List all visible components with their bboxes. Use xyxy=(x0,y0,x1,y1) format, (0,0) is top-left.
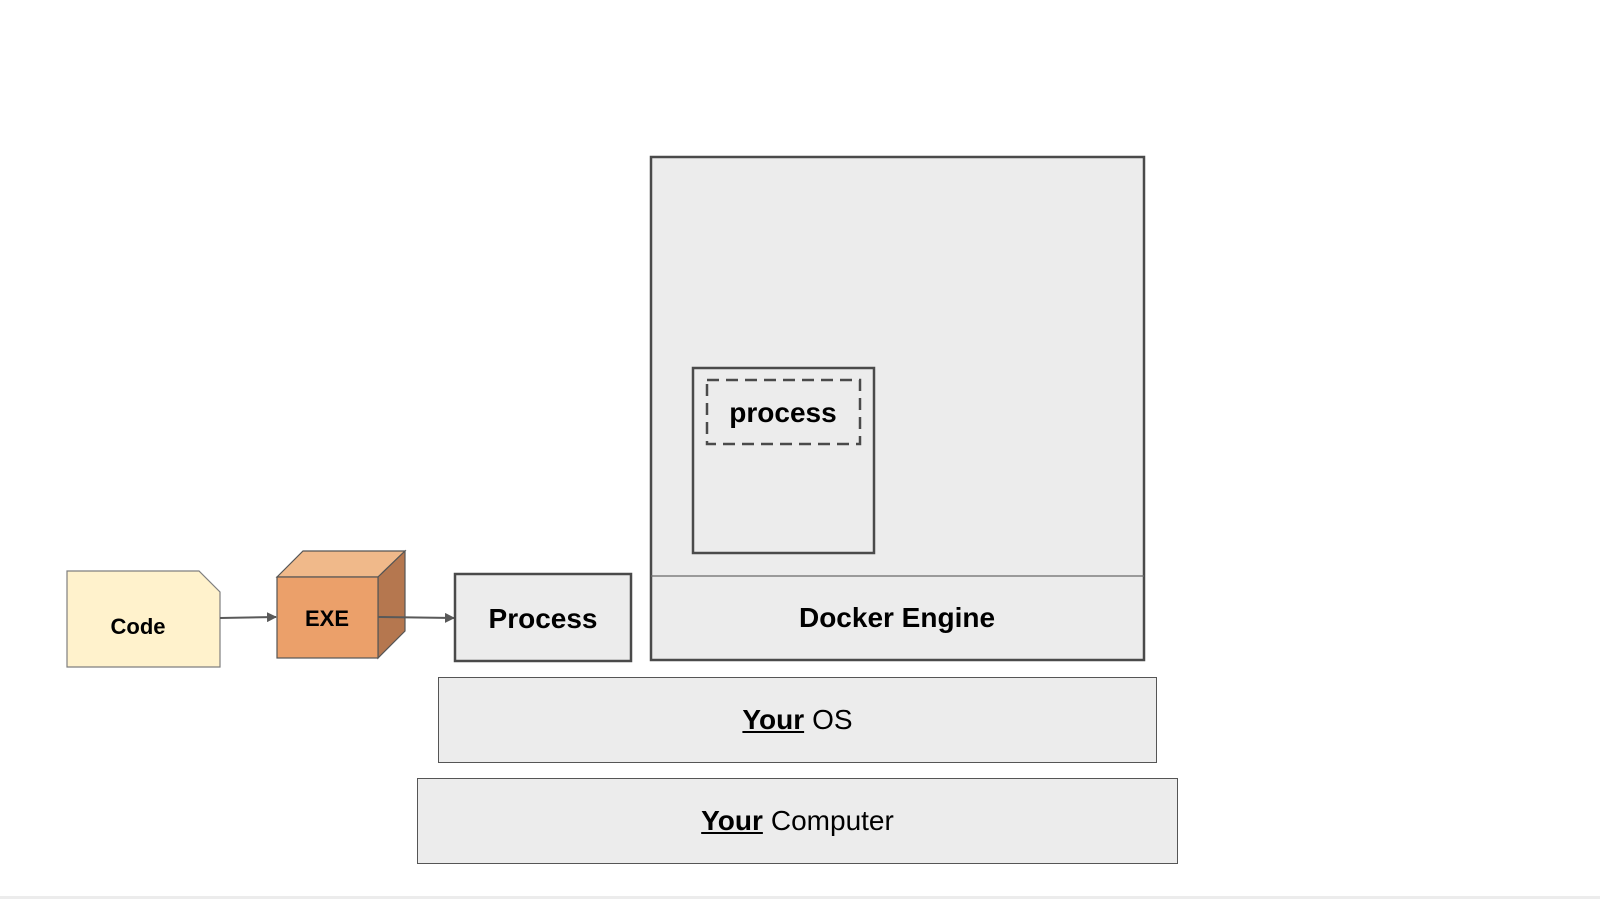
computer-layer-label: Computer xyxy=(770,805,894,836)
process-box-rect xyxy=(453,572,633,663)
container-process-label: process xyxy=(729,397,836,428)
arrow-exe-to-process xyxy=(377,612,455,623)
os-layer-emphasis: Your xyxy=(742,704,805,735)
computer-layer: Your Computer xyxy=(417,778,1178,864)
code-document: Code xyxy=(66,570,221,668)
process-label: Process xyxy=(489,603,598,634)
os-layer-label: OS xyxy=(812,704,853,735)
arrow-code-to-exe xyxy=(219,612,277,623)
code-label: Code xyxy=(111,614,166,639)
exe-cube: EXE xyxy=(275,549,407,660)
computer-layer-emphasis: Your xyxy=(701,805,763,836)
container-process-dashed xyxy=(705,378,862,446)
code-document-shape xyxy=(66,570,221,668)
process-box: Process xyxy=(453,572,633,663)
exe-cube-front xyxy=(276,576,379,659)
os-layer: Your OS xyxy=(438,677,1157,763)
container-rect xyxy=(691,366,876,555)
docker-engine-box: Docker Engine process xyxy=(649,155,1146,662)
container-box: process xyxy=(691,366,876,555)
docker-engine-label: Docker Engine xyxy=(799,602,995,633)
bottom-divider xyxy=(0,896,1600,899)
exe-label: EXE xyxy=(305,606,349,631)
